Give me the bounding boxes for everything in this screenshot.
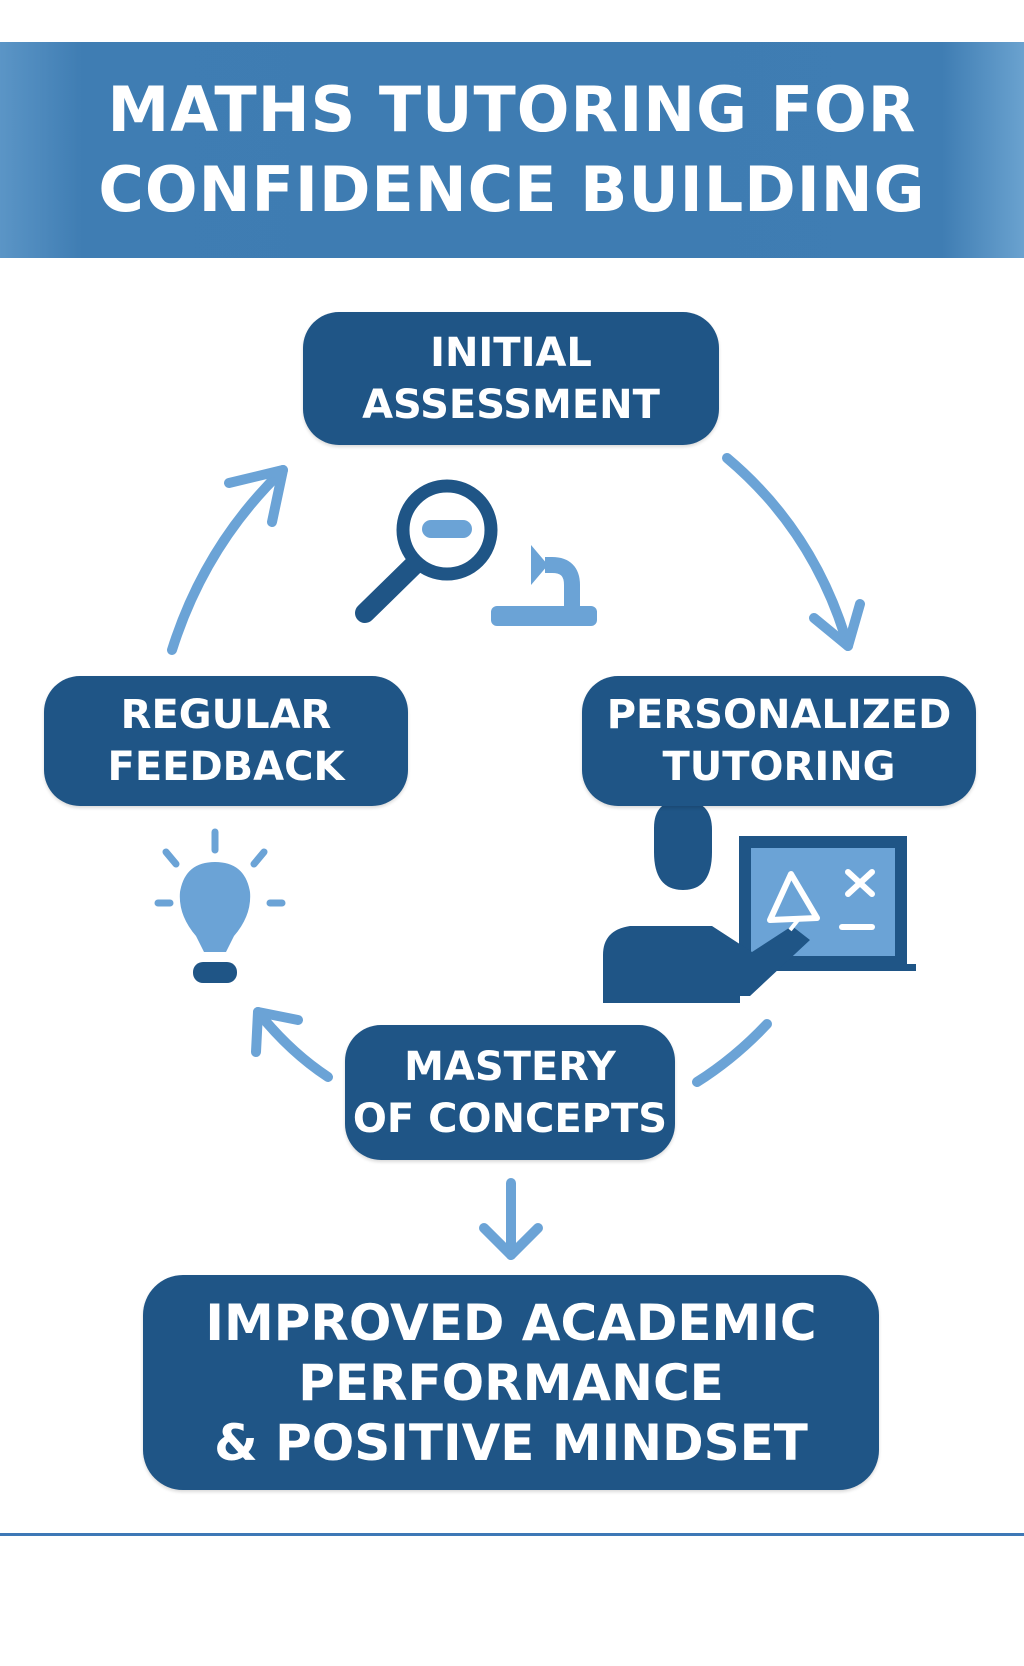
magnifying-glass-icon xyxy=(355,479,498,623)
outcome-line-2: PERFORMANCE xyxy=(298,1353,724,1412)
arrow-feedback-to-assessment xyxy=(167,465,288,655)
mastery-line-1: MASTERY xyxy=(404,1043,616,1090)
lightbulb-icon xyxy=(154,828,286,983)
node-improved-performance: IMPROVED ACADEMIC PERFORMANCE & POSITIVE… xyxy=(143,1275,879,1490)
arrow-mastery-to-feedback xyxy=(251,1007,333,1082)
page-title-line-1: MATHS TUTORING FOR xyxy=(107,73,917,146)
outcome-line-3: & POSITIVE MINDSET xyxy=(214,1413,808,1472)
node-personalized-tutoring: PERSONALIZED TUTORING xyxy=(582,676,976,806)
node-regular-feedback: REGULAR FEEDBACK xyxy=(44,676,408,806)
outcome-line-1: IMPROVED ACADEMIC xyxy=(205,1293,817,1352)
page-title-line-2: CONFIDENCE BUILDING xyxy=(98,153,926,226)
personalized-tutoring-line-2: TUTORING xyxy=(662,744,896,790)
initial-assessment-line-2: ASSESSMENT xyxy=(362,381,660,428)
regular-feedback-line-2: FEEDBACK xyxy=(107,744,345,790)
title-banner: MATHS TUTORING FOR CONFIDENCE BUILDING xyxy=(0,42,1024,258)
teacher-at-board-icon xyxy=(603,800,916,1003)
arrow-assessment-to-tutoring xyxy=(722,453,865,651)
return-arrow-icon xyxy=(491,545,597,626)
node-mastery-of-concepts: MASTERY OF CONCEPTS xyxy=(345,1025,675,1160)
arrow-mastery-to-outcome xyxy=(479,1178,543,1260)
mastery-line-2: OF CONCEPTS xyxy=(352,1095,668,1142)
arc-tutoring-to-mastery xyxy=(692,1019,772,1087)
bottom-divider xyxy=(0,1533,1024,1536)
personalized-tutoring-line-1: PERSONALIZED xyxy=(606,692,952,738)
initial-assessment-line-1: INITIAL xyxy=(430,329,592,376)
regular-feedback-line-1: REGULAR xyxy=(120,692,332,738)
node-initial-assessment: INITIAL ASSESSMENT xyxy=(303,312,719,445)
